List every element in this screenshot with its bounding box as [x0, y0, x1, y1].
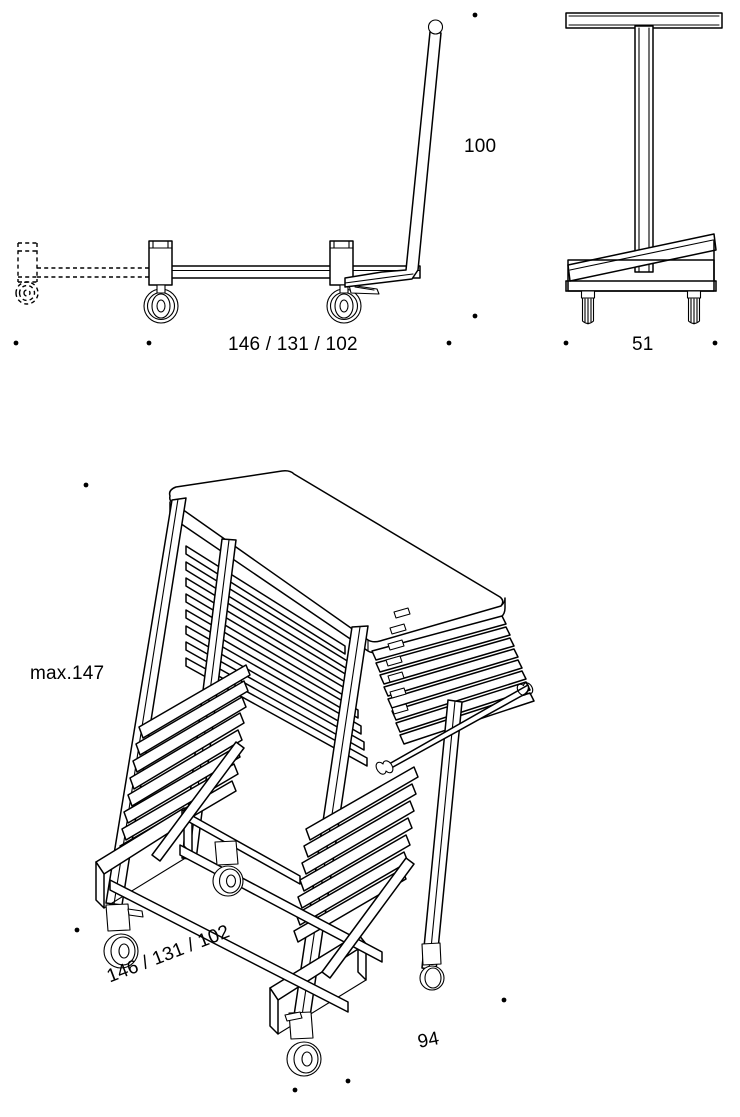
- pull-handle: [344, 19, 444, 288]
- caster-wheel-right: [326, 284, 380, 324]
- caster-wheel-left: [143, 284, 179, 324]
- registration-dots: [13, 12, 718, 1093]
- dimension-label-side-length: 146 / 131 / 102: [228, 334, 358, 355]
- iso-caster-right-front: [284, 1011, 322, 1077]
- iso-stacked-tables-right: [371, 607, 535, 745]
- dimension-label-max-height: max.147: [30, 663, 105, 684]
- caster-front-right: [686, 290, 702, 325]
- center-column: [634, 25, 654, 273]
- iso-caster-right-rear: [419, 942, 445, 991]
- iso-caster-left-rear: [212, 840, 244, 897]
- caster-front-left: [580, 290, 596, 325]
- iso-cradle-brace-left: [151, 741, 245, 862]
- dimension-label-handle-height: 100: [464, 136, 497, 157]
- ghost-outline-dashed: [15, 242, 150, 305]
- iso-caster-left-front: [103, 903, 144, 969]
- dimension-label-iso-depth: 94: [415, 1028, 442, 1053]
- side-elevation-view: [15, 19, 444, 324]
- front-elevation-view: [565, 12, 723, 325]
- isometric-view: [95, 470, 535, 1077]
- iso-cradle-brace-right: [321, 857, 415, 979]
- iso-pull-handle: [375, 682, 534, 775]
- left-upright-post: [148, 240, 173, 286]
- table-top-board: [565, 12, 723, 29]
- dimension-label-front-width: 51: [632, 334, 654, 355]
- inclined-support-member: [567, 233, 717, 282]
